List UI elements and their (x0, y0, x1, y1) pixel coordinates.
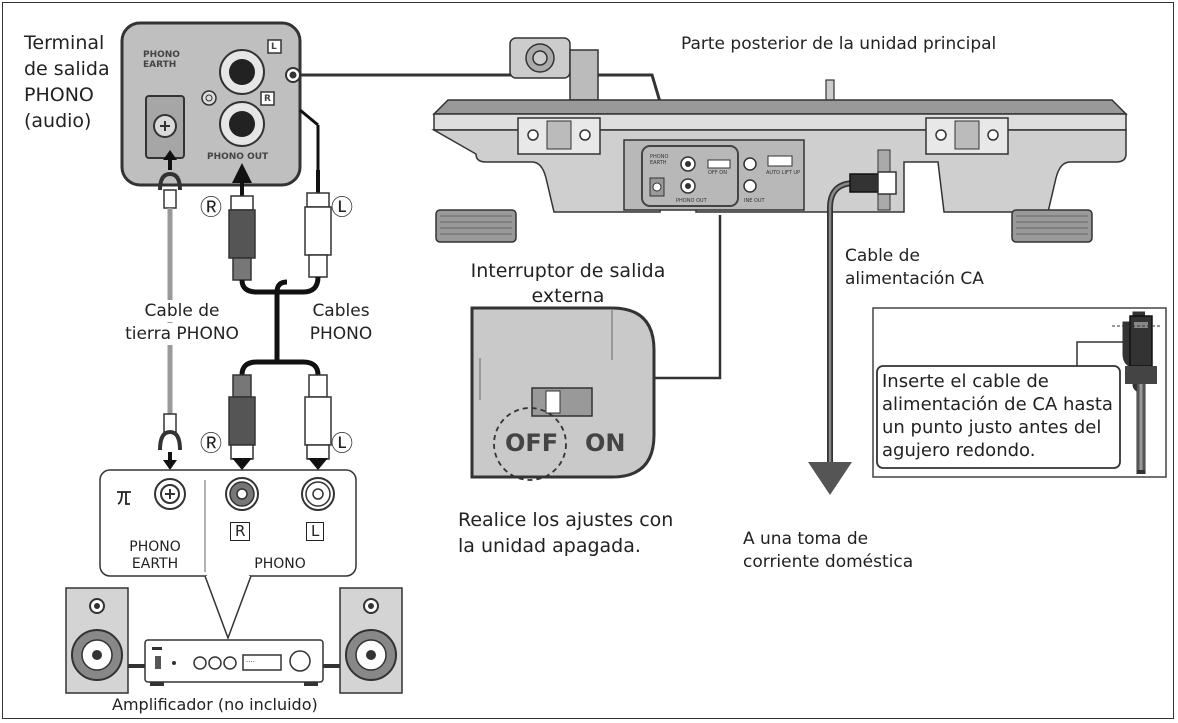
ac-cable-label-1: Cable de (845, 246, 920, 266)
plug-l-bottom: Ⓛ (331, 432, 354, 457)
amp-jack-l-label: L (306, 522, 325, 541)
outlet-label-2: corriente doméstica (743, 552, 914, 572)
terminal-label-4: (audio) (24, 110, 92, 132)
panel-phono-label: PHONO (143, 50, 180, 60)
amplifier-set (65, 587, 403, 694)
terminal-label-3: PHONO (24, 84, 94, 106)
terminal-label-2: de salida (24, 58, 110, 80)
phono-cables-label-1: Cables (312, 301, 370, 321)
unit-earth-label: EARTH (650, 160, 667, 166)
panel-earth-label: EARTH (143, 60, 177, 70)
panel-phono-out-label: PHONO OUT (207, 152, 269, 162)
unit-line-out-label: INE OUT (744, 198, 765, 204)
insert-note-1: Inserte el cable de (882, 371, 1049, 392)
insert-note-3: un punto justo antes del (882, 417, 1102, 438)
amp-phono-earth-1: PHONO (129, 539, 181, 555)
unit-phono-out-label: PHONO OUT (676, 198, 707, 204)
phono-cables-bottom (228, 374, 332, 470)
switch-on-label: ON (585, 429, 626, 457)
insert-note-4: agujero redondo. (882, 440, 1036, 461)
phono-cables-label-2: PHONO (309, 324, 373, 344)
amp-phono-earth-2: EARTH (131, 556, 179, 572)
ac-power-cable (808, 171, 897, 495)
amp-display: ···· (246, 658, 255, 666)
amp-terminal-panel (99, 469, 357, 641)
plug-r-top: Ⓡ (200, 196, 223, 221)
plug-r-bottom: Ⓡ (200, 432, 223, 457)
terminal-label-1: Terminal (24, 32, 105, 54)
amp-phono-label: PHONO (254, 556, 306, 572)
unit-phono-label: PHONO (650, 154, 669, 160)
panel-r-mark: R (264, 94, 271, 104)
switch-off-label: OFF (505, 429, 559, 457)
phono-cables-top (228, 108, 332, 376)
ground-cable-label-2: tierra PHONO (112, 323, 252, 345)
outlet-label-1: A una toma de (743, 529, 869, 549)
switch-title-2: externa (531, 285, 605, 307)
unit-auto-lift-label: AUTO LIFT UP (766, 170, 801, 176)
ac-cable-label-2: alimentación CA (845, 269, 984, 289)
unit-off-on-label: OFF ON (708, 170, 727, 176)
switch-title-1: Interruptor de salida (470, 260, 666, 282)
rear-panel-label: Parte posterior de la unidad principal (681, 34, 997, 54)
ground-cable-label-1: Cable de (112, 300, 252, 322)
external-output-switch-zoom (470, 306, 656, 481)
panel-l-mark: L (271, 42, 277, 52)
settings-note-1: Realice los ajustes con (458, 509, 674, 531)
settings-note-2: la unidad apagada. (458, 535, 641, 557)
amplifier-label: Amplificador (no incluido) (112, 695, 318, 714)
plug-insert-illustration (872, 307, 1167, 478)
insert-note-2: alimentación de CA hasta (882, 394, 1113, 415)
turntable-rear (431, 37, 1128, 243)
amp-jack-r-label: R (230, 522, 251, 541)
plug-l-top: Ⓛ (331, 196, 354, 221)
phono-terminal-zoom (120, 21, 302, 187)
